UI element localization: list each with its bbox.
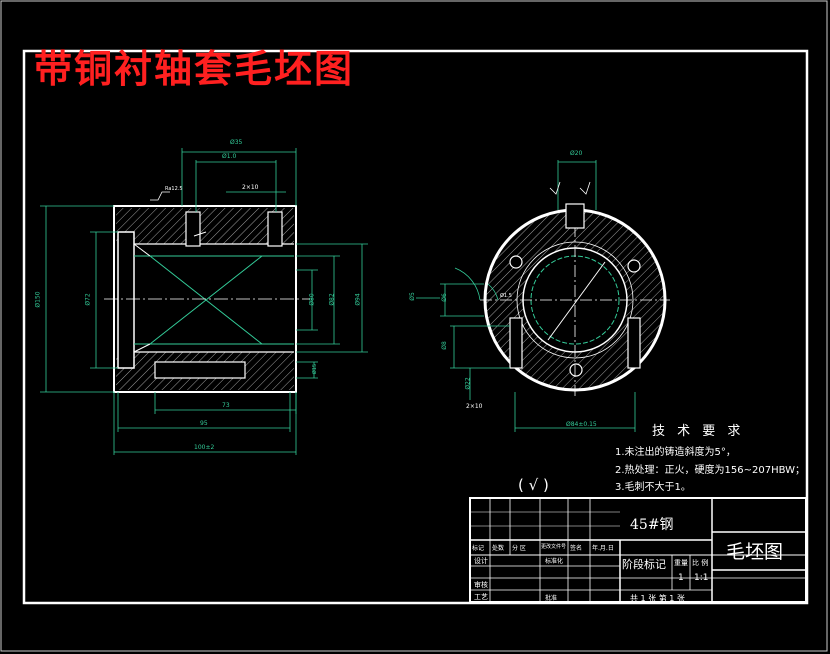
mark-col-5: 签名 <box>570 545 583 552</box>
tech-requirements-heading: 技 术 要 求 <box>652 424 745 439</box>
mark-col-3: 分 区 <box>512 545 526 552</box>
mark-col-2: 处数 <box>492 545 505 552</box>
dim-top-inner: Ø1.0 <box>222 153 237 160</box>
dim-right-1: Ø80 <box>308 293 316 306</box>
mark-col-4: 更改文件号 <box>541 544 567 550</box>
oil-hole-left <box>185 211 201 247</box>
mark-col-1: 标记 <box>472 545 485 552</box>
standardize-label: 标准化 <box>545 558 564 565</box>
dim-right-small: Ø15 <box>312 363 319 375</box>
title-block <box>469 497 807 603</box>
dim-bottom-inner: 73 <box>222 402 230 409</box>
mark-col-6: 年.月.日 <box>592 545 614 552</box>
material-label: 45#钢 <box>630 517 674 533</box>
weight-label: 重量 <box>674 559 688 567</box>
dim-right-3: Ø94 <box>354 293 362 306</box>
front-hatch-top <box>116 208 294 244</box>
approve-label: 批准 <box>545 595 558 602</box>
dim-left-overall: Ø150 <box>34 291 42 308</box>
dim-bottom-overall: 100±2 <box>194 444 215 451</box>
dim-side-left-4: Ø8 <box>440 341 448 350</box>
tech-requirement-2: 2.热处理：正火，硬度为156~207HBW； <box>615 465 806 476</box>
inner-frame <box>22 49 809 605</box>
dim-side-left-3: Ø1.5 <box>500 293 512 299</box>
dim-side-chamfer: 2×10 <box>466 403 483 410</box>
scale-label: 比 例 <box>692 559 709 567</box>
row-label-review: 审核 <box>474 581 488 589</box>
dim-top-chamfer: 2×10 <box>242 184 259 191</box>
row-label-design: 设计 <box>474 557 488 565</box>
dim-top-overall: Ø35 <box>230 139 243 146</box>
drawing-title: 带铜衬轴套毛坯图 <box>34 46 355 91</box>
dim-right-2: Ø82 <box>328 293 336 306</box>
row-label-process: 工艺 <box>474 593 488 601</box>
quantity-value: 1 <box>678 573 684 583</box>
tech-requirement-1: 1.未注出的铸造斜度为5°， <box>615 447 736 458</box>
dim-side-top: Ø20 <box>570 150 583 157</box>
scale-value: 1:1 <box>694 573 709 583</box>
tech-requirement-3: 3.毛刺不大于1。 <box>615 482 691 493</box>
dim-left-inner: Ø72 <box>84 293 92 306</box>
front-view <box>40 148 368 455</box>
sheet-count: 共 1 张 第 1 张 <box>630 594 685 603</box>
front-left-step <box>117 231 135 369</box>
roughness-symbol <box>150 191 170 201</box>
side-view <box>416 160 670 432</box>
dim-roughness: Ra12.5 <box>165 186 183 192</box>
oil-hole-right <box>267 211 283 247</box>
stage-mark-label: 阶段标记 <box>622 558 666 571</box>
dim-bottom-mid: 95 <box>200 420 208 427</box>
roughness-note: ( √ ) <box>518 476 549 494</box>
oil-groove <box>154 361 246 379</box>
dim-side-left-1: Ø5 <box>408 292 416 301</box>
drawing-name: 毛坯图 <box>726 541 784 563</box>
dim-side-left-2: Ø6 <box>440 293 448 302</box>
dim-side-bottom: Ø84±0.15 <box>566 421 597 428</box>
dim-side-left-5: Ø22 <box>464 377 472 390</box>
